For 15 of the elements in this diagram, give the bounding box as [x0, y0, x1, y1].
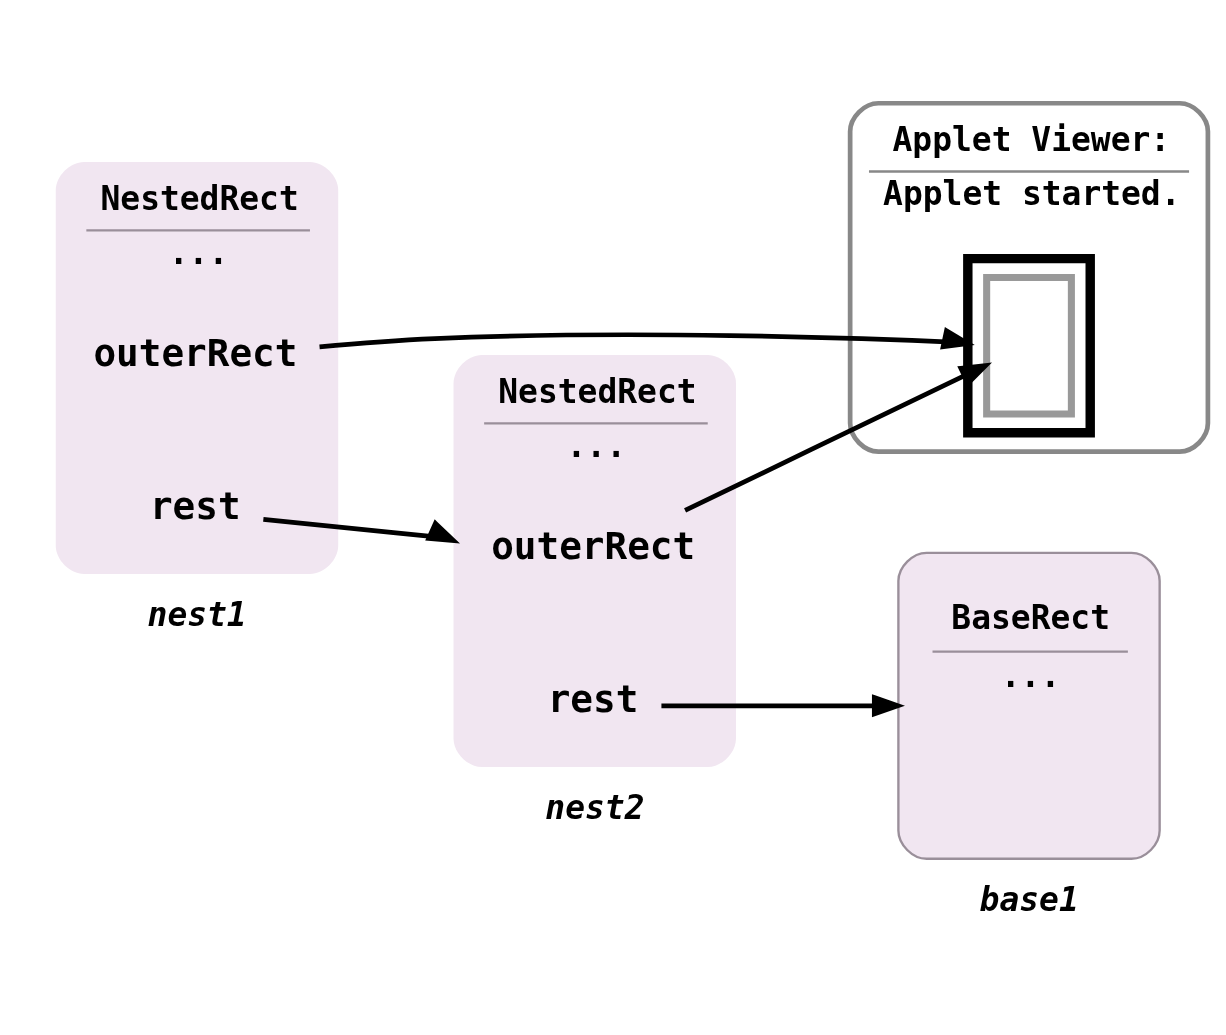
node-box: BaseRect ...	[897, 551, 1161, 860]
cluster	[963, 253, 1095, 438]
arrow	[319, 326, 975, 350]
arrow	[263, 516, 461, 544]
node-text: rest	[547, 677, 639, 722]
node-label: base1	[979, 880, 1079, 920]
cluster: Applet Viewer: Applet started.	[847, 100, 1211, 454]
arrow	[661, 694, 905, 718]
node-label: nest1	[147, 595, 247, 635]
node-label: nest2	[545, 788, 645, 828]
node-text: rest	[149, 484, 241, 529]
node-text: outerRect	[93, 331, 298, 376]
node-box	[983, 273, 1075, 418]
arrow	[684, 362, 992, 513]
node-text: outerRect	[491, 524, 696, 569]
